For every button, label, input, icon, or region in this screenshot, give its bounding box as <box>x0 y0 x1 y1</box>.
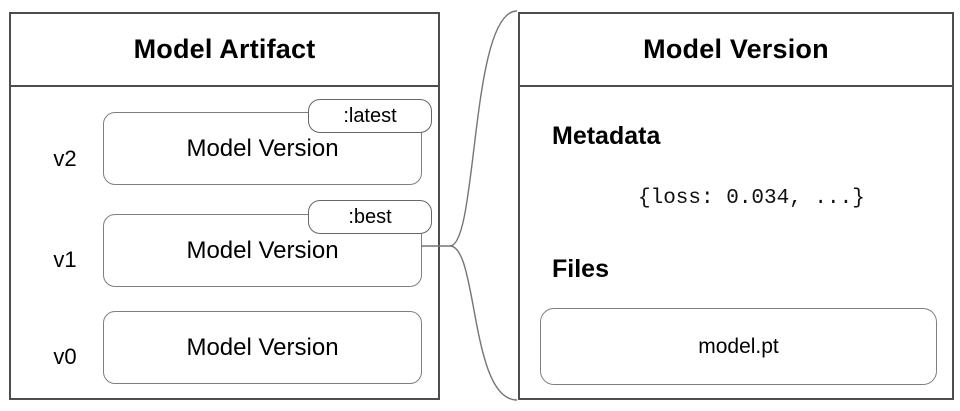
model-version-box-v1: Model Version <box>103 214 422 287</box>
model-version-detail-panel: Model Version Metadata {loss: 0.034, ...… <box>518 12 954 400</box>
model-version-box-v2-label: Model Version <box>186 134 339 162</box>
metadata-value: {loss: 0.034, ...} <box>638 187 865 210</box>
file-box: model.pt <box>540 308 937 385</box>
model-artifact-title: Model Artifact <box>133 34 316 64</box>
model-artifact-header: Model Artifact <box>11 14 438 87</box>
connector-curve-top <box>449 10 518 247</box>
model-version-detail-header: Model Version <box>520 14 952 87</box>
files-heading: Files <box>552 255 609 283</box>
tag-badge-best: :best <box>308 200 432 234</box>
metadata-heading: Metadata <box>552 122 661 150</box>
tag-badge-latest-label: :latest <box>343 104 397 127</box>
tag-badge-best-label: :best <box>348 205 392 228</box>
model-version-box-v1-label: Model Version <box>186 236 339 264</box>
version-label-v2: v2 <box>53 146 77 171</box>
model-version-box-v0: Model Version <box>103 311 422 384</box>
model-artifact-panel: Model Artifact v2 Model Version :latest … <box>9 12 440 400</box>
tag-badge-latest: :latest <box>308 99 432 133</box>
file-name: model.pt <box>698 334 779 358</box>
version-label-v0: v0 <box>53 344 77 369</box>
model-version-box-v0-label: Model Version <box>186 333 339 361</box>
connector-curve-bottom <box>449 245 518 401</box>
model-version-detail-title: Model Version <box>643 34 829 64</box>
version-label-v1: v1 <box>53 247 77 272</box>
